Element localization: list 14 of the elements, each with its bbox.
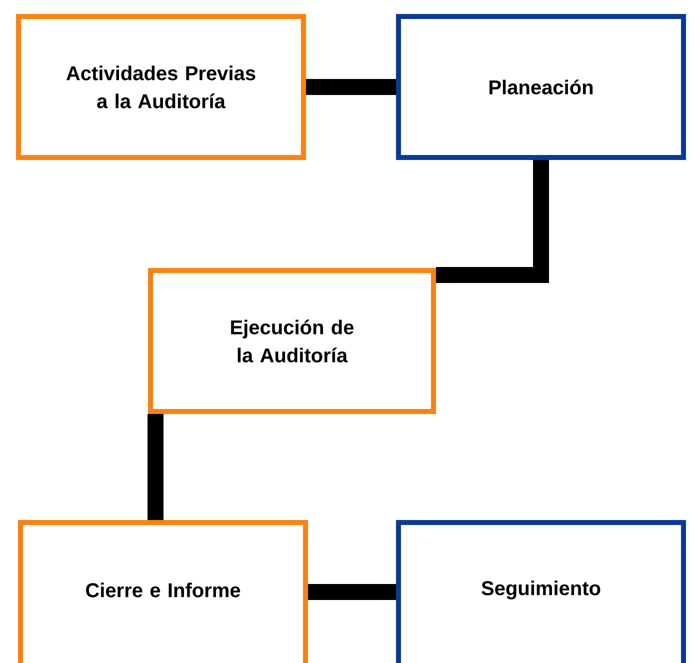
box-label: Ejecución de la Auditoría	[231, 320, 354, 362]
process-box	[18, 520, 308, 663]
connector-line	[308, 584, 396, 600]
process-box	[148, 268, 436, 414]
connector-line	[148, 414, 164, 520]
process-box	[16, 14, 306, 160]
process-box	[396, 520, 686, 663]
box-label: Actividades Previas a la Auditoría	[66, 66, 256, 108]
box-label: Planeación	[490, 80, 593, 94]
box-label: Seguimiento	[482, 580, 600, 600]
connector-line	[436, 160, 549, 283]
connector-line	[306, 79, 396, 95]
box-label: Cierre e Informe	[86, 582, 240, 598]
process-box	[396, 14, 686, 160]
